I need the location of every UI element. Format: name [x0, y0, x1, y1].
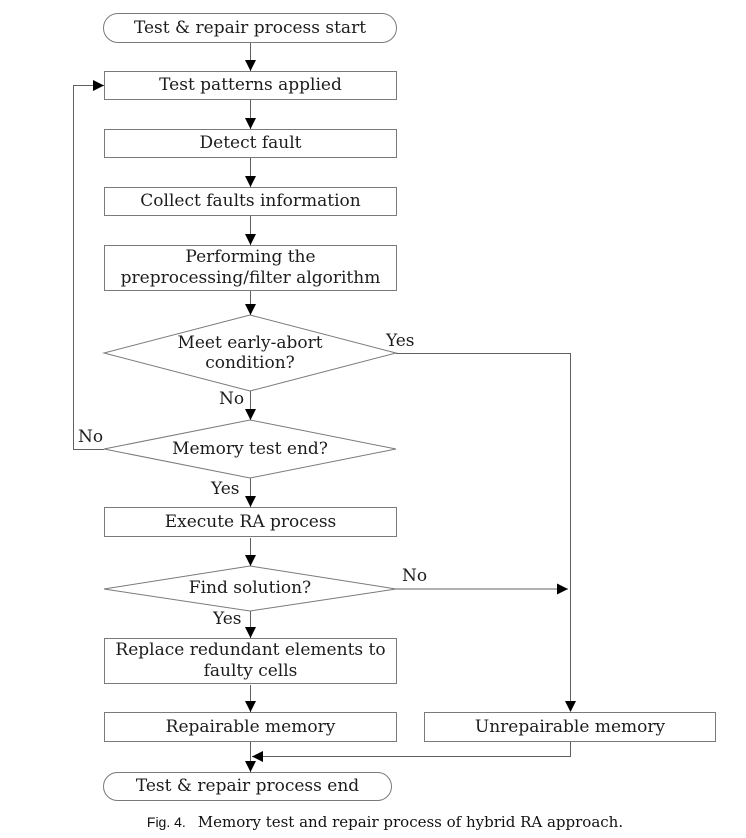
edge-label-memory-test-end-yes: Yes	[211, 479, 240, 499]
arrow-down-icon	[245, 234, 256, 245]
node-start-terminator: Test & repair process start	[103, 13, 397, 43]
node-replace-redundant-label-line2: faulty cells	[203, 661, 298, 681]
edge-unrepairable-to-end	[252, 742, 571, 757]
arrow-right-icon	[93, 80, 104, 91]
arrow-down-icon	[565, 701, 576, 712]
node-collect-faults-label: Collect faults information	[140, 191, 361, 212]
node-unrepairable-memory: Unrepairable memory	[424, 712, 716, 742]
arrow-down-icon	[245, 118, 256, 129]
node-test-patterns-label: Test patterns applied	[159, 75, 342, 96]
node-replace-redundant: Replace redundant elements to faulty cel…	[104, 638, 397, 684]
node-replace-redundant-label-line1: Replace redundant elements to	[115, 640, 386, 661]
arrow-left-icon	[252, 751, 263, 762]
node-detect-fault: Detect fault	[104, 129, 397, 158]
node-repairable-memory: Repairable memory	[104, 712, 397, 742]
arrow-down-icon	[245, 304, 256, 315]
edge-label-early-abort-yes: Yes	[386, 331, 415, 351]
node-preprocessing-label-line2: preprocessing/filter algorithm	[120, 268, 381, 288]
figure-caption-number: Fig. 4.	[146, 814, 186, 830]
arrow-down-icon	[245, 627, 256, 638]
arrow-down-icon	[245, 555, 256, 566]
edge-label-find-solution-yes: Yes	[213, 609, 242, 629]
figure-caption-text: Memory test and repair process of hybrid…	[197, 813, 624, 831]
node-detect-fault-label: Detect fault	[199, 133, 302, 154]
node-repairable-memory-label: Repairable memory	[165, 716, 336, 737]
edge-memory-test-end-no-loop	[73, 85, 104, 450]
node-test-patterns: Test patterns applied	[104, 71, 397, 100]
decision-early-abort-shape	[102, 314, 398, 392]
edge-label-find-solution-no: No	[402, 566, 428, 586]
arrowheads	[93, 60, 576, 772]
decision-diamonds	[102, 314, 398, 612]
node-preprocessing: Performing the preprocessing/filter algo…	[104, 245, 397, 291]
arrow-down-icon	[245, 761, 256, 772]
node-end-label: Test & repair process end	[135, 776, 360, 797]
decision-memory-test-end-shape	[103, 419, 397, 479]
node-preprocessing-label-line1: Performing the	[185, 247, 316, 268]
arrow-down-icon	[245, 496, 256, 507]
arrow-down-icon	[245, 176, 256, 187]
node-unrepairable-memory-label: Unrepairable memory	[474, 716, 666, 737]
node-start-label: Test & repair process start	[133, 17, 367, 38]
edge-label-memory-test-end-no: No	[78, 427, 104, 447]
arrow-right-icon	[557, 583, 568, 595]
edge-label-early-abort-no: No	[219, 389, 245, 409]
node-end-terminator: Test & repair process end	[103, 772, 392, 801]
edge-early-abort-yes	[396, 353, 571, 711]
connector-lines	[73, 43, 571, 772]
node-execute-ra: Execute RA process	[104, 507, 397, 537]
arrow-down-icon	[245, 701, 256, 712]
arrow-down-icon	[245, 409, 256, 420]
node-collect-faults: Collect faults information	[104, 187, 397, 216]
node-execute-ra-label: Execute RA process	[164, 511, 337, 532]
decision-find-solution-shape	[103, 565, 397, 612]
arrow-down-icon	[245, 60, 256, 71]
figure-caption: Fig. 4. Memory test and repair process of…	[24, 813, 746, 831]
